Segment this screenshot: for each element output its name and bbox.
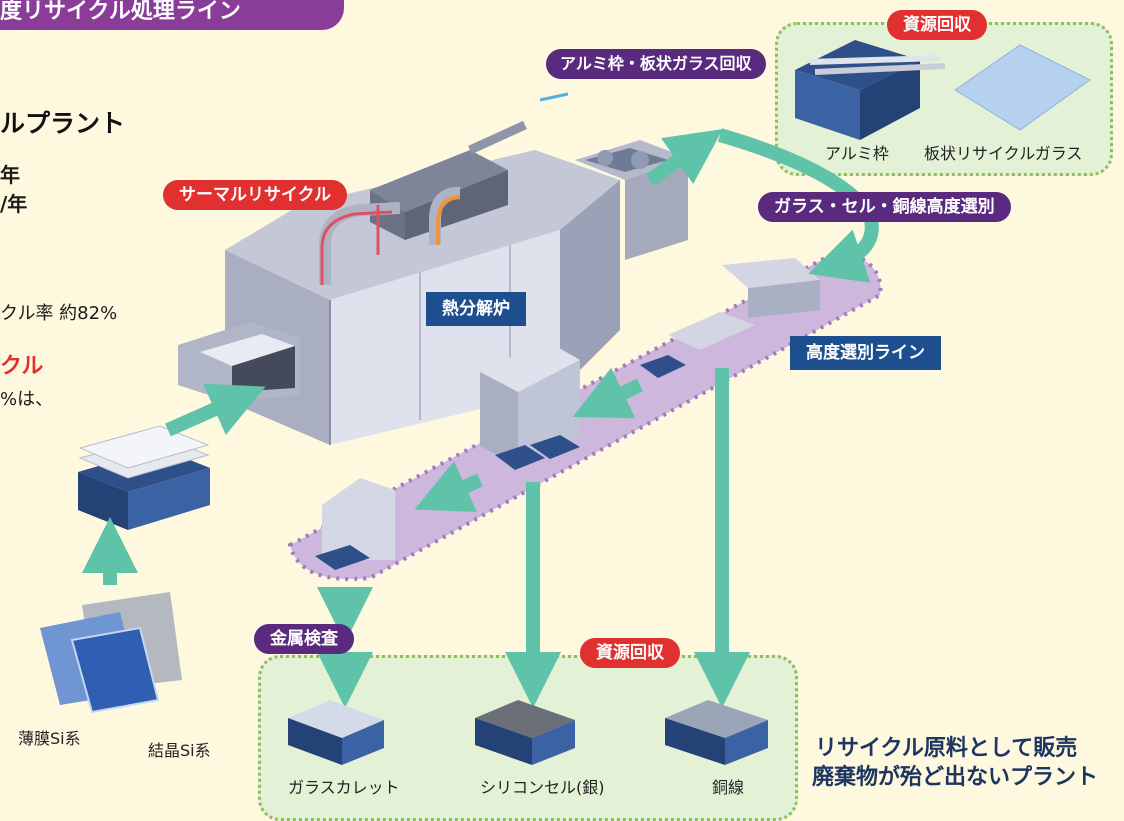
left-rate: クル率 約82% bbox=[0, 303, 118, 324]
resource-bottom-label: 資源回収 bbox=[580, 638, 680, 668]
sorting-separator bbox=[480, 340, 580, 470]
page-title: 度リサイクル処理ライン bbox=[0, 0, 344, 30]
left-heading: ルプラント bbox=[0, 109, 126, 138]
left-line-1: 年 bbox=[0, 163, 20, 187]
furnace-label: 熱分解炉 bbox=[426, 292, 526, 326]
left-note: %は、 bbox=[0, 389, 54, 410]
sorting-label: ガラス・セル・銅線高度選別 bbox=[758, 192, 1011, 222]
left-line-2: /年 bbox=[0, 192, 28, 216]
thin-film-caption: 薄膜Si系 bbox=[18, 729, 81, 748]
left-subheading: クル bbox=[0, 354, 44, 379]
sorting-screen bbox=[640, 258, 820, 378]
aluminum-caption: アルミ枠 bbox=[825, 144, 889, 163]
thermal-furnace bbox=[178, 92, 620, 445]
process-diagram bbox=[40, 40, 1091, 765]
sorting-line-label: 高度選別ライン bbox=[790, 336, 941, 370]
aluminum-frame-bin bbox=[795, 40, 946, 140]
metal-detector bbox=[315, 478, 395, 570]
thermal-recycle-label: サーマルリサイクル bbox=[163, 180, 348, 210]
footer-line-1: リサイクル原料として販売 bbox=[815, 736, 1078, 761]
glass-caption: 板状リサイクルガラス bbox=[924, 144, 1083, 163]
aluminum-glass-label: アルミ枠・板状ガラス回収 bbox=[546, 49, 766, 79]
metal-inspection-label: 金属検査 bbox=[254, 624, 354, 654]
solar-panels bbox=[40, 592, 182, 714]
footer-line-2: 廃棄物が殆ど出ないプラント bbox=[812, 765, 1099, 790]
crystalline-caption: 結晶Si系 bbox=[148, 741, 211, 760]
copper-caption: 銅線 bbox=[712, 778, 745, 797]
copper-bin bbox=[665, 700, 768, 765]
resource-top-label: 資源回収 bbox=[887, 10, 987, 40]
flow-arrows bbox=[82, 128, 879, 708]
silicon-caption: シリコンセル(銀) bbox=[480, 778, 605, 797]
silicon-bin bbox=[475, 700, 575, 765]
cullet-caption: ガラスカレット bbox=[288, 778, 400, 797]
cullet-bin bbox=[288, 700, 384, 765]
glass-sheets bbox=[954, 44, 1091, 131]
panel-stack bbox=[78, 425, 210, 530]
